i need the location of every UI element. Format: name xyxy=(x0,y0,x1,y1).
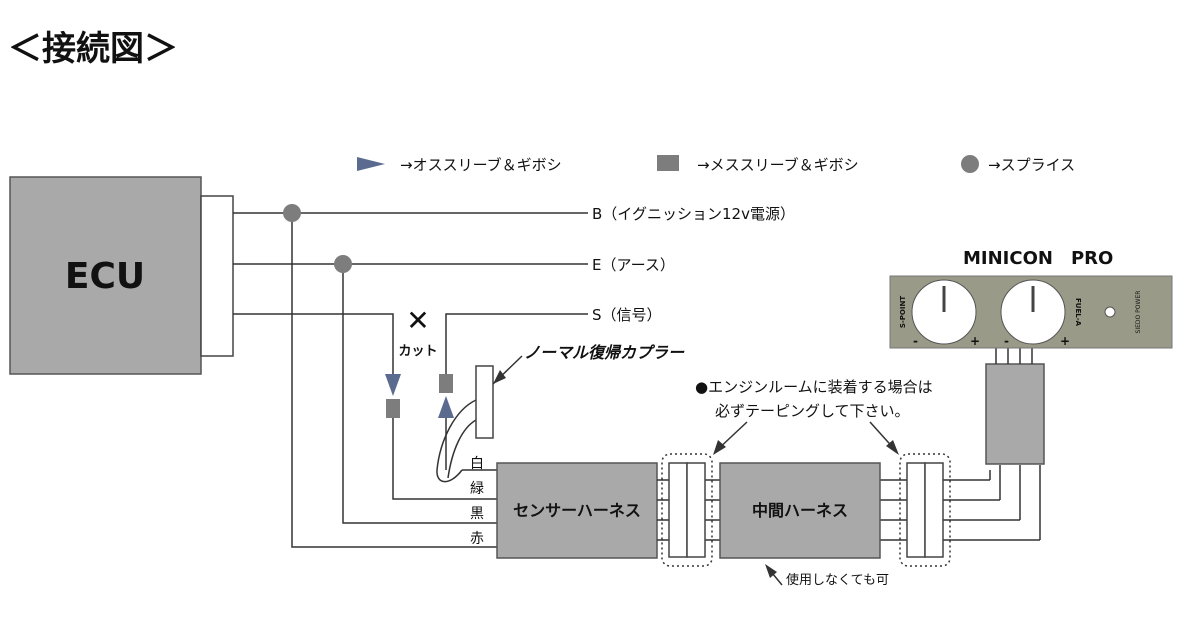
female-connector-icon xyxy=(657,155,679,171)
dial-right-plus: + xyxy=(1060,334,1070,348)
sensor-harness-label: センサーハーネス xyxy=(513,501,641,520)
ecu-connector xyxy=(200,195,234,357)
coupler-loop-wire-2 xyxy=(447,419,477,479)
green-wire xyxy=(392,418,497,500)
middle-harness-label: 中間ハーネス xyxy=(752,501,848,520)
e-line-label: E（アース） xyxy=(592,256,675,274)
s-wire-line-side xyxy=(445,313,588,374)
connector-2b xyxy=(924,462,944,558)
male-sleeve-icon-2 xyxy=(438,396,454,418)
dial-left-label: S-POINT xyxy=(899,296,907,328)
b-splice xyxy=(283,204,301,222)
connector-dotted-outline-2 xyxy=(899,453,951,567)
b-line-label: B（イグニッション12v電源） xyxy=(592,205,795,223)
led-indicator-icon xyxy=(1104,306,1116,318)
minicon-title: MINICON PRO xyxy=(963,248,1113,269)
male-connector-icon xyxy=(357,157,385,171)
optional-arrow-head xyxy=(765,564,777,578)
legend-splice-label: →スプライス xyxy=(988,156,1075,174)
wire-label-black: 黒 xyxy=(470,506,484,522)
male-sleeve-icon xyxy=(385,374,401,396)
legend-female-label: →メススリーブ＆ギボシ xyxy=(697,156,859,174)
dial-left-minus: - xyxy=(913,334,918,348)
led-label: SIEDO POWER xyxy=(1135,291,1142,334)
red-wire xyxy=(291,213,497,548)
cut-label: カット xyxy=(398,344,437,359)
taping-arrow-left-head xyxy=(713,440,726,455)
minicon-cable-block xyxy=(985,363,1045,465)
female-sleeve-icon xyxy=(386,399,400,418)
page-title: ＜接続図＞ xyxy=(8,29,178,69)
connector-dotted-outline-1 xyxy=(661,453,713,567)
s-line-label: S（信号） xyxy=(592,306,662,324)
female-sleeve-icon-2 xyxy=(439,374,453,393)
dial-right-minus: - xyxy=(1004,334,1009,348)
ecu-unit: ECU xyxy=(9,176,234,375)
splice-icon xyxy=(961,155,979,173)
connector-1a xyxy=(668,462,688,558)
dial-right-label: FUEL-A xyxy=(1074,298,1082,327)
normal-coupler xyxy=(475,365,494,439)
connector-1b xyxy=(686,462,706,558)
coupler-loop-wire xyxy=(436,399,477,483)
wire-label-white: 白 xyxy=(470,456,484,472)
middle-harness-box xyxy=(719,462,881,559)
e-splice xyxy=(334,255,352,273)
s-wire-ecu-side xyxy=(233,313,394,374)
sleeve-connectors xyxy=(385,374,454,418)
taping-note-line2: 必ずテーピングして下さい。 xyxy=(715,402,910,420)
optional-note: 使用しなくても可 xyxy=(786,572,889,588)
legend: →オススリーブ＆ギボシ →メススリーブ＆ギボシ →スプライス xyxy=(357,155,1075,174)
ecu-box xyxy=(9,176,202,375)
minicon-wires xyxy=(989,465,1041,540)
sensor-harness-box xyxy=(496,462,658,559)
taping-arrow-right-head xyxy=(886,440,899,455)
normal-coupler-label: ノーマル復帰カプラー xyxy=(524,343,685,362)
ecu-label: ECU xyxy=(65,256,145,297)
wire-label-green: 緑 xyxy=(470,481,484,497)
minicon-pins xyxy=(995,348,1033,364)
minicon-panel: S-POINT FUEL-A - + - + SIEDO POWER xyxy=(889,275,1173,349)
coupler-arrow-head xyxy=(493,370,506,384)
cut-mark: ✕ xyxy=(406,304,429,337)
dial-left-plus: + xyxy=(970,334,980,348)
black-wire xyxy=(342,264,497,524)
wire-label-red: 赤 xyxy=(470,531,484,547)
taping-note-line1: ●エンジンルームに装着する場合は xyxy=(695,378,933,396)
legend-male-label: →オススリーブ＆ギボシ xyxy=(400,156,562,174)
connector-2a xyxy=(906,462,926,558)
